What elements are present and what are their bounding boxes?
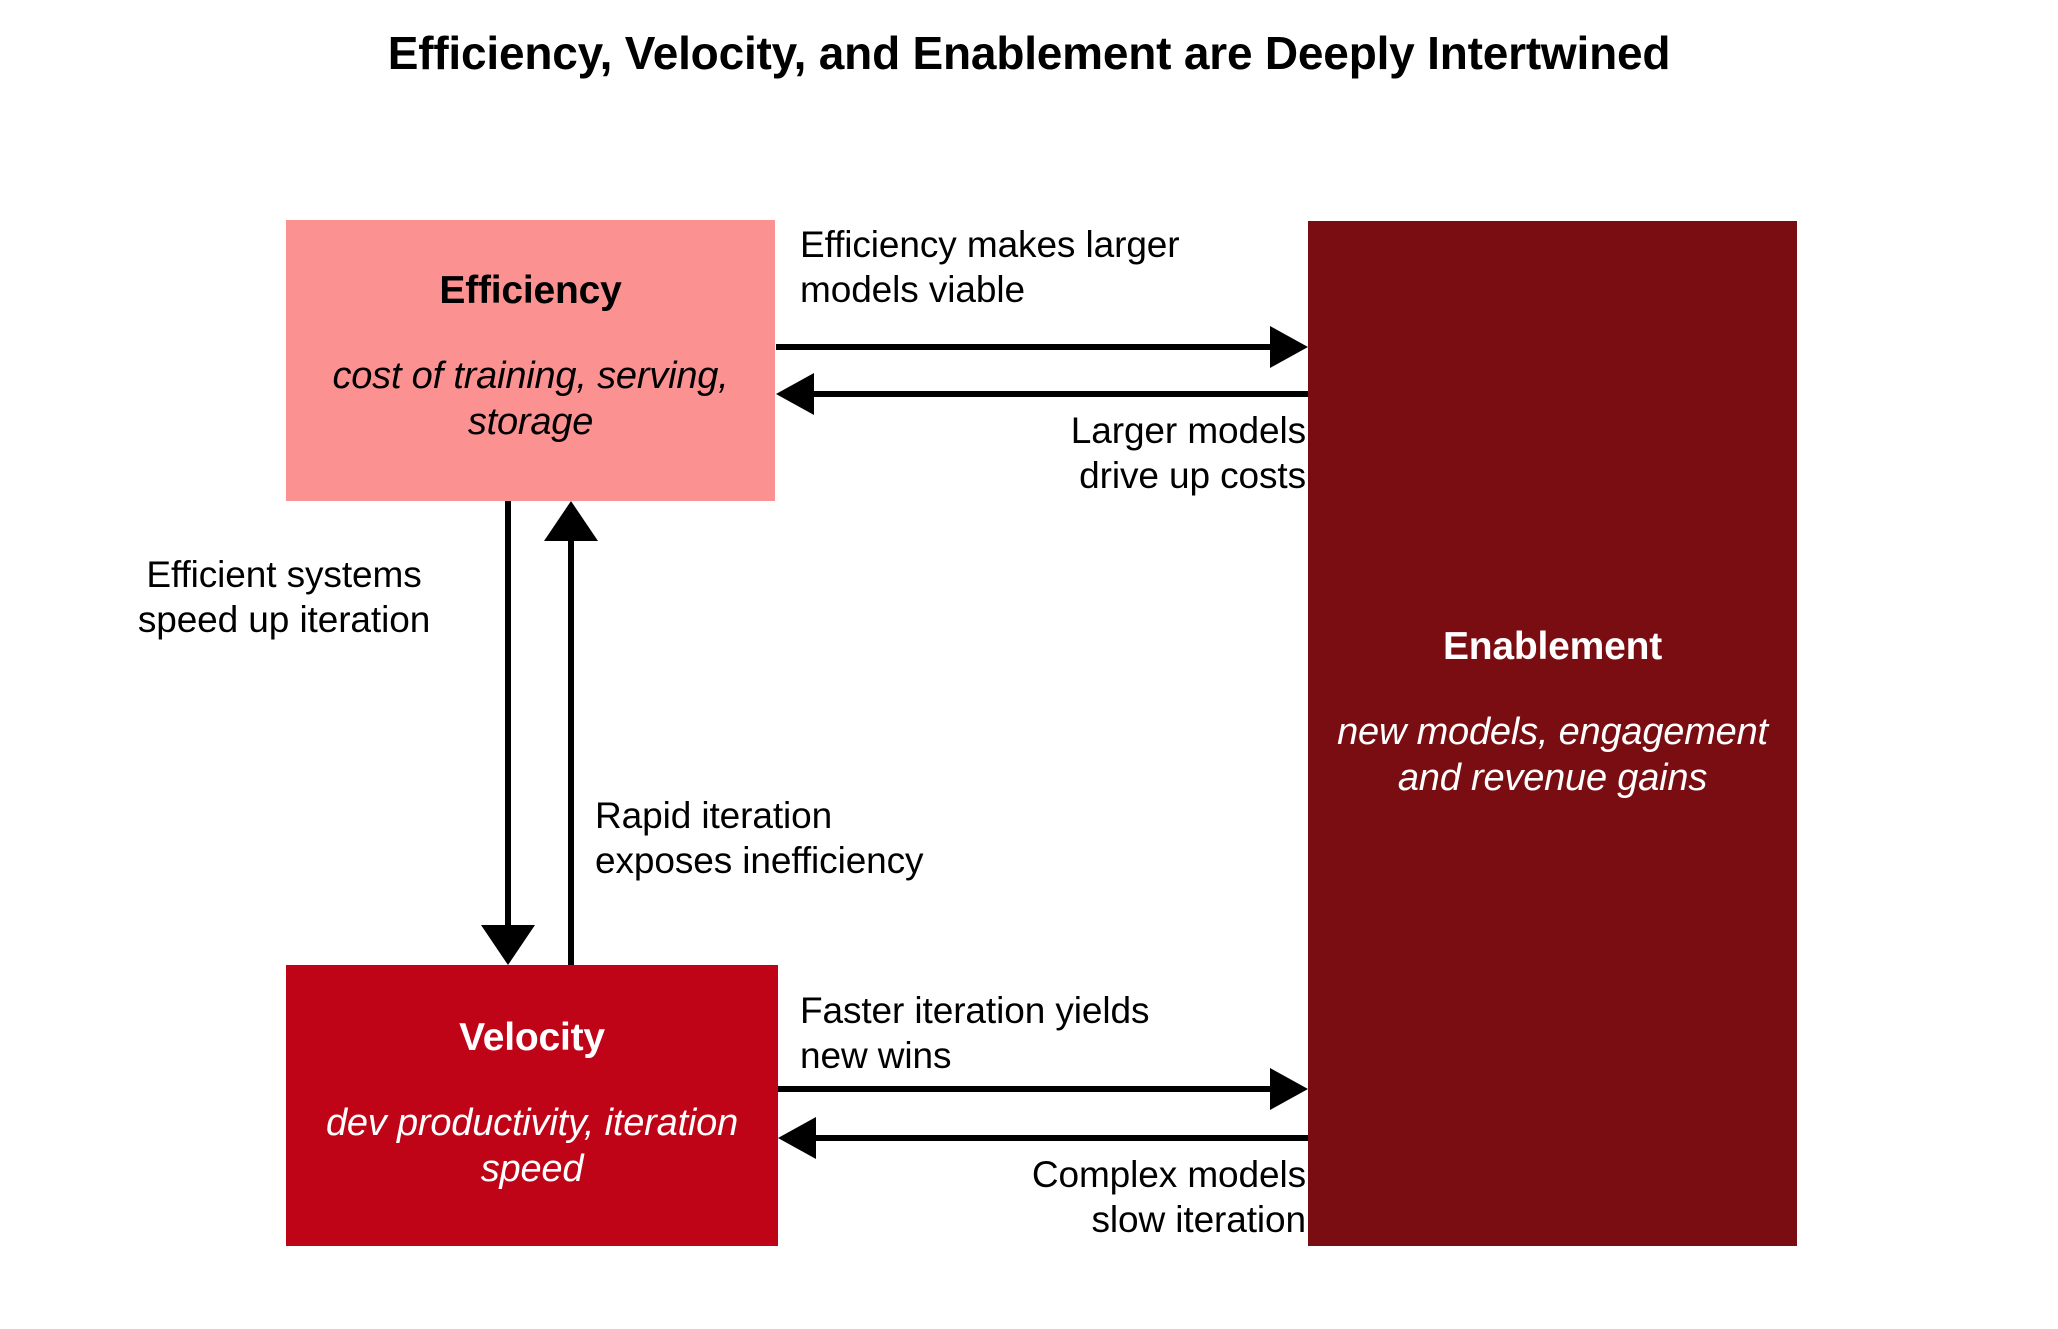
edge-label-enablement-to-velocity: Complex models slow iteration <box>1031 1154 1306 1241</box>
edge-label-efficiency-to-enablement: Efficiency makes larger models viable <box>800 224 1180 311</box>
node-efficiency[interactable]: Efficiency cost of training, serving, st… <box>286 220 775 501</box>
node-efficiency-title: Efficiency <box>439 269 622 312</box>
edge-label-efficiency-to-velocity: Efficient systems speed up iteration <box>137 554 431 641</box>
node-enablement-subtitle: new models, engagement and revenue gains <box>1337 710 1768 799</box>
node-enablement[interactable]: Enablement new models, engagement and re… <box>1308 221 1797 1246</box>
arrow-efficiency-to-velocity <box>481 501 535 965</box>
edge-label-enablement-to-efficiency: Larger models drive up costs <box>1070 410 1306 497</box>
node-efficiency-subtitle: cost of training, serving, storage <box>332 354 729 444</box>
page-title: Efficiency, Velocity, and Enablement are… <box>387 27 1671 79</box>
node-enablement-title: Enablement <box>1442 624 1663 668</box>
node-velocity[interactable]: Velocity dev productivity, iteration spe… <box>286 965 778 1246</box>
arrow-velocity-to-efficiency <box>544 501 598 965</box>
node-velocity-subtitle: dev productivity, iteration speed <box>325 1101 739 1191</box>
arrow-efficiency-to-enablement <box>776 326 1308 368</box>
edge-label-velocity-to-enablement: Faster iteration yields new wins <box>800 990 1150 1077</box>
node-velocity-title: Velocity <box>459 1016 605 1059</box>
edge-label-velocity-to-efficiency: Rapid iteration exposes inefficiency <box>595 795 924 882</box>
